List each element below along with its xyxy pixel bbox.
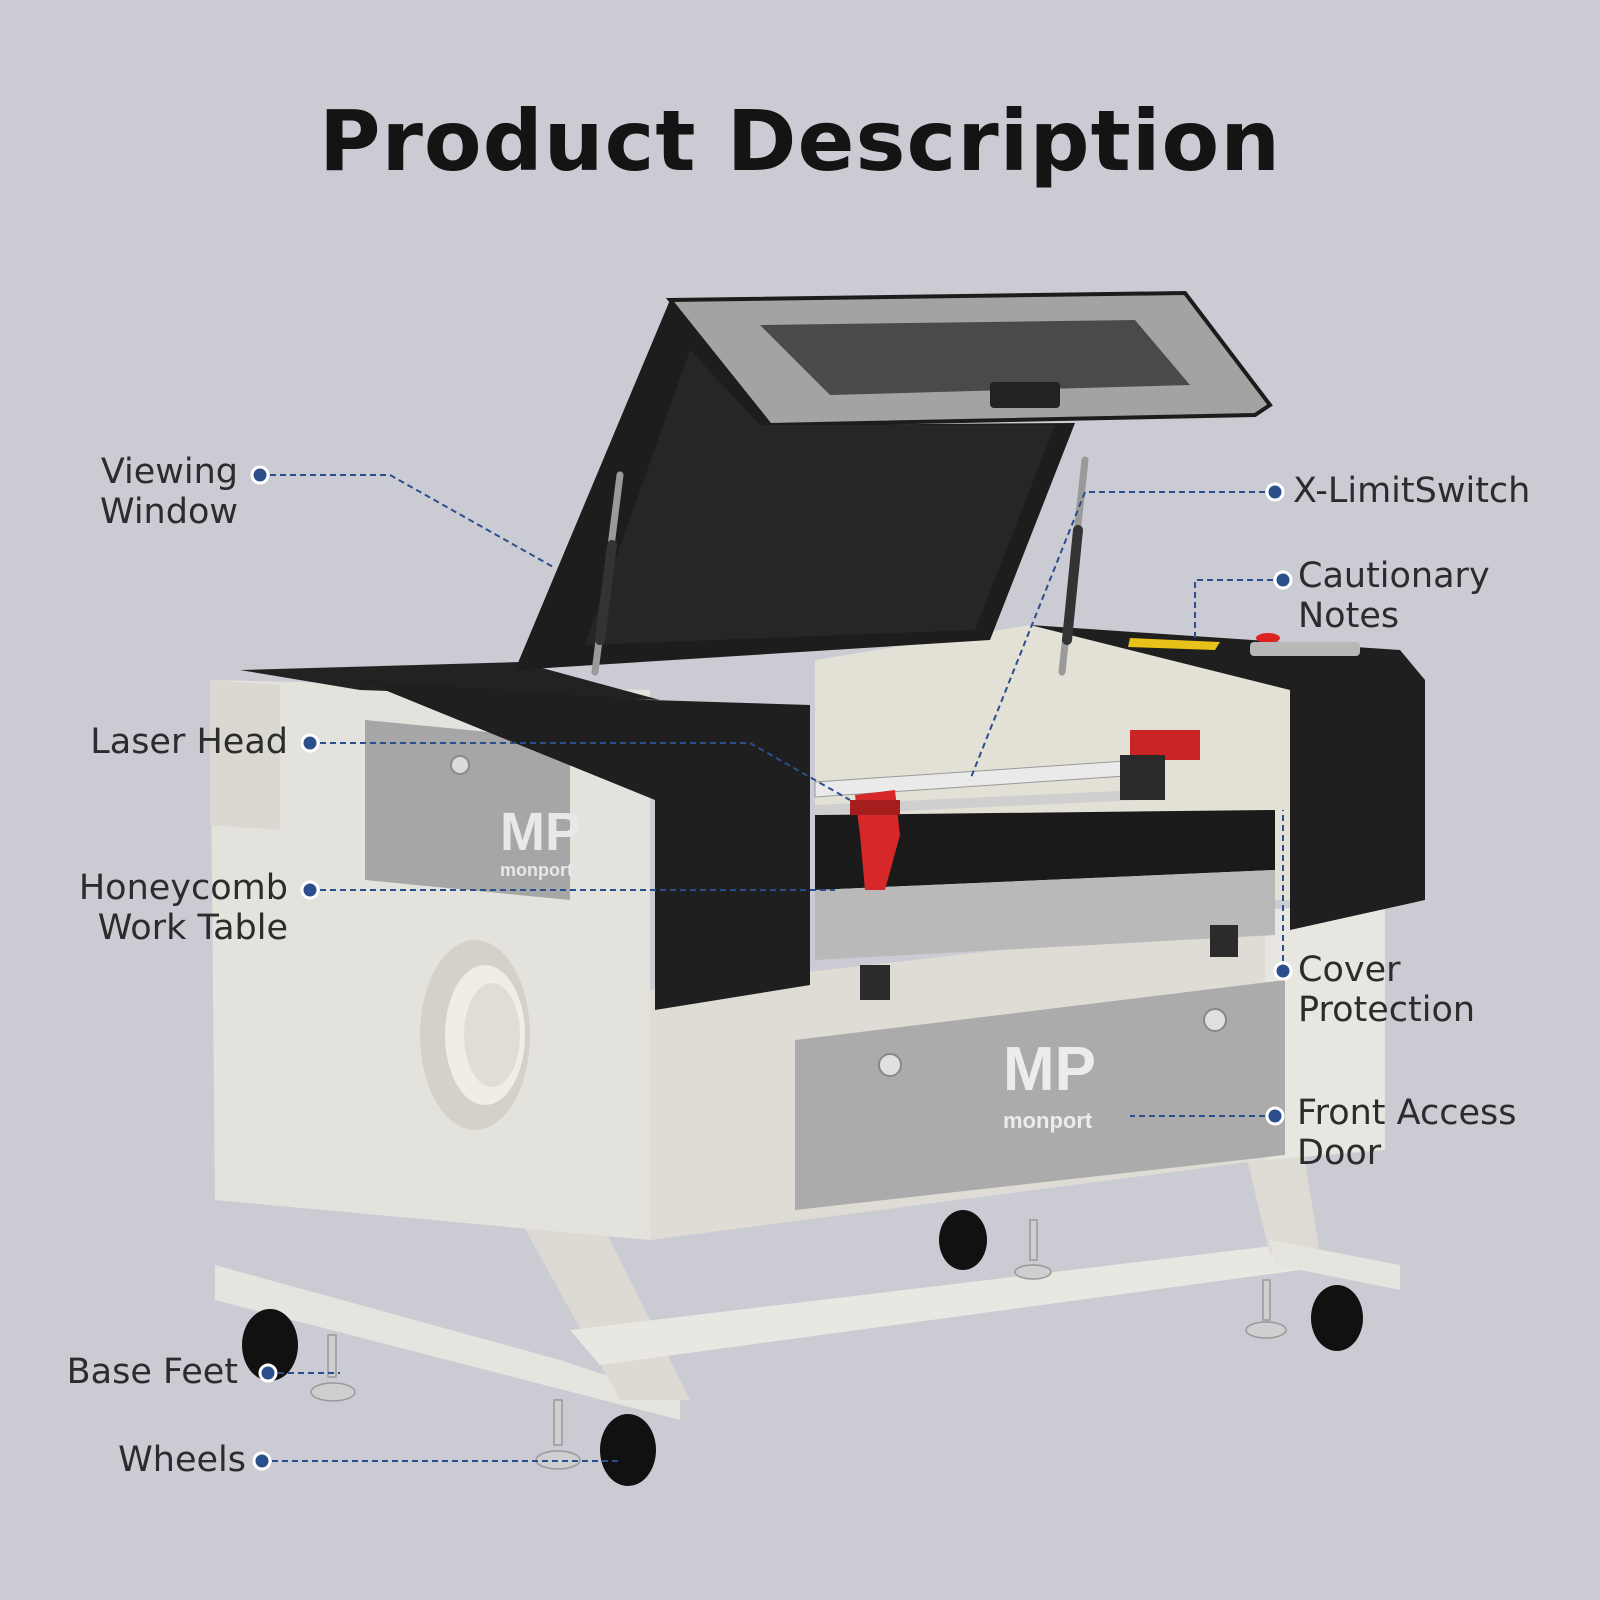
black-housing xyxy=(240,625,1425,1010)
dot-cautionary-notes xyxy=(1273,570,1293,590)
dot-cover-protection xyxy=(1273,961,1293,981)
label-cover-protection: Cover Protection xyxy=(1298,950,1476,1030)
open-lid xyxy=(515,290,1273,670)
page-title: Product Description xyxy=(318,92,1282,190)
dot-laser-head xyxy=(300,733,320,753)
label-x-limit-switch: X-LimitSwitch xyxy=(1293,471,1531,511)
control-panel xyxy=(1128,633,1360,656)
gas-struts xyxy=(591,456,1089,676)
label-front-access-door: Front Access Door xyxy=(1297,1093,1517,1173)
dot-front-access-door xyxy=(1265,1106,1285,1126)
label-honeycomb-work-table: Honeycomb Work Table xyxy=(78,868,288,948)
leveling-feet-art xyxy=(310,1219,1287,1470)
stand-frame xyxy=(215,1130,1400,1420)
dot-wheels xyxy=(252,1451,272,1471)
label-viewing-window: Viewing Window xyxy=(99,452,238,532)
dot-viewing-window xyxy=(250,465,270,485)
label-laser-head: Laser Head xyxy=(90,722,288,762)
side-logo-word: monport xyxy=(500,860,573,880)
side-logo-mark: MP xyxy=(500,802,581,862)
front-access-door-panel: MP monport xyxy=(795,980,1285,1210)
label-cautionary-notes: Cautionary Notes xyxy=(1298,556,1490,636)
label-wheels: Wheels xyxy=(118,1440,246,1480)
dot-x-limit-switch xyxy=(1265,482,1285,502)
dot-honeycomb-work-table xyxy=(300,880,320,900)
side-panels: MP monport xyxy=(210,680,581,900)
door-logo-word: monport xyxy=(1003,1108,1093,1133)
callout-dots xyxy=(250,465,1293,1471)
dot-base-feet xyxy=(258,1363,278,1383)
leader-lines xyxy=(260,474,1284,1462)
label-base-feet: Base Feet xyxy=(66,1352,238,1392)
door-logo-mark: MP xyxy=(1003,1035,1096,1104)
wheels-art xyxy=(242,1210,1363,1486)
work-area xyxy=(814,625,1290,1000)
